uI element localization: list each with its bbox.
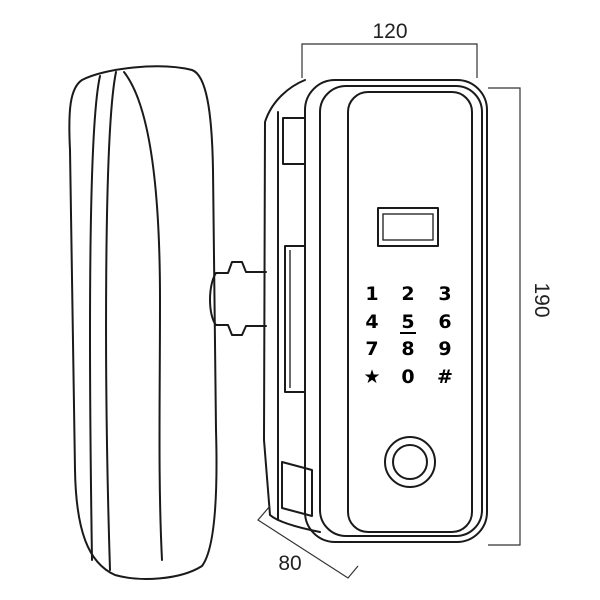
keypad-key: 0 <box>401 366 414 388</box>
keypad-key: 1 <box>365 283 378 305</box>
keypad-key: 9 <box>438 338 451 360</box>
dimension-height-label: 190 <box>530 282 553 317</box>
dimension-height: 190 <box>488 87 553 546</box>
keypad-key: 3 <box>438 283 451 305</box>
dimension-width: 120 <box>301 20 478 78</box>
keypad: 1 2 3 4 5 6 7 8 9 ★ 0 # <box>363 283 452 388</box>
keypad-key: 4 <box>365 311 378 333</box>
glass-slot <box>284 245 306 393</box>
front-unit: 1 2 3 4 5 6 7 8 9 ★ 0 # <box>263 79 488 543</box>
connecting-bracket <box>209 261 267 336</box>
front-housing <box>304 79 488 543</box>
keypad-key: 5 <box>401 311 414 333</box>
keypad-key: # <box>437 366 453 388</box>
keypad-key: 6 <box>438 311 451 333</box>
front-panel <box>347 91 473 533</box>
dimension-width-label: 120 <box>372 20 407 43</box>
fingerprint-sensor-icon <box>384 436 436 488</box>
display-window <box>377 207 439 247</box>
keypad-key: ★ <box>363 366 380 388</box>
top-clamp-slot <box>282 117 306 165</box>
keypad-key: 7 <box>365 338 378 360</box>
bottom-clamp-slot <box>281 461 313 517</box>
back-unit <box>68 65 218 580</box>
dimension-depth: 80 <box>257 505 359 579</box>
keypad-key: 2 <box>401 283 414 305</box>
dimension-depth-label: 80 <box>278 552 301 575</box>
keypad-key: 8 <box>401 338 414 360</box>
